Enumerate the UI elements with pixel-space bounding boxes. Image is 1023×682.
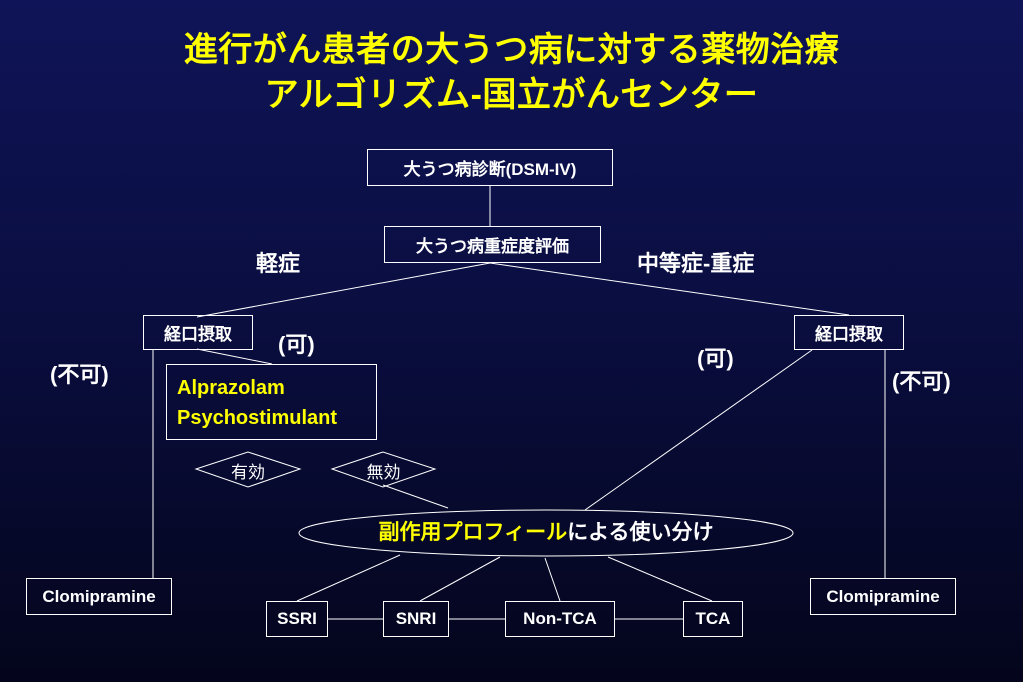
profile-label: 副作用プロフィールによる使い分け — [298, 510, 794, 556]
profile-highlight-text: 副作用プロフィール — [378, 521, 568, 544]
effective-label: 有効 — [231, 463, 265, 482]
title-line-2: アルゴリズム-国立がんセンター — [0, 75, 1023, 115]
snri-box: SNRI — [383, 601, 449, 637]
drug-alprazolam: Alprazolam — [177, 377, 285, 399]
connector-oral-left-drugs — [196, 348, 273, 365]
connector-severity-oral-right — [489, 262, 850, 316]
connector-profile-snri — [419, 556, 501, 602]
possible-left-label: (可) — [278, 332, 315, 357]
ssri-box: SSRI — [266, 601, 328, 637]
oral-intake-left-box: 経口摂取 — [143, 315, 253, 350]
title-line-2-main: アルゴリズム — [264, 76, 471, 114]
severity-box: 大うつ病重症度評価 — [384, 226, 601, 263]
ineffective-label: 無効 — [366, 463, 401, 482]
non-tca-box: Non-TCA — [505, 601, 615, 637]
drug-psychostimulant: Psychostimulant — [177, 407, 338, 429]
title-line-2-suffix: -国立がんセンター — [470, 76, 759, 114]
connector-ineffective-profile — [382, 484, 449, 509]
connector-severity-oral-left — [196, 262, 491, 318]
profile-rest-text: による使い分け — [567, 521, 714, 544]
diagnosis-box: 大うつ病診断(DSM-IV) — [367, 149, 613, 186]
clomipramine-right-box: Clomipramine — [810, 578, 956, 615]
possible-right-label: (可) — [697, 346, 734, 371]
connector-profile-tca — [607, 556, 713, 602]
tca-box: TCA — [683, 601, 743, 637]
first-line-drugs-box: Alprazolam Psychostimulant — [166, 364, 377, 440]
moderate-severe-label: 中等症-重症 — [637, 251, 755, 276]
not-possible-left-label: (不可) — [50, 362, 109, 387]
title-line-1: 進行がん患者の大うつ病に対する薬物治療 — [183, 31, 840, 69]
effective-diamond — [194, 451, 302, 488]
oral-intake-right-box: 経口摂取 — [794, 315, 904, 350]
not-possible-right-label: (不可) — [892, 369, 951, 394]
clomipramine-left-box: Clomipramine — [26, 578, 172, 615]
mild-label: 軽症 — [256, 251, 301, 276]
ineffective-diamond — [330, 451, 437, 488]
connector-profile-nontca — [544, 557, 561, 602]
connector-oral-right-profile — [584, 349, 813, 511]
connector-profile-ssri — [296, 554, 401, 602]
profile-ellipse — [298, 509, 794, 557]
